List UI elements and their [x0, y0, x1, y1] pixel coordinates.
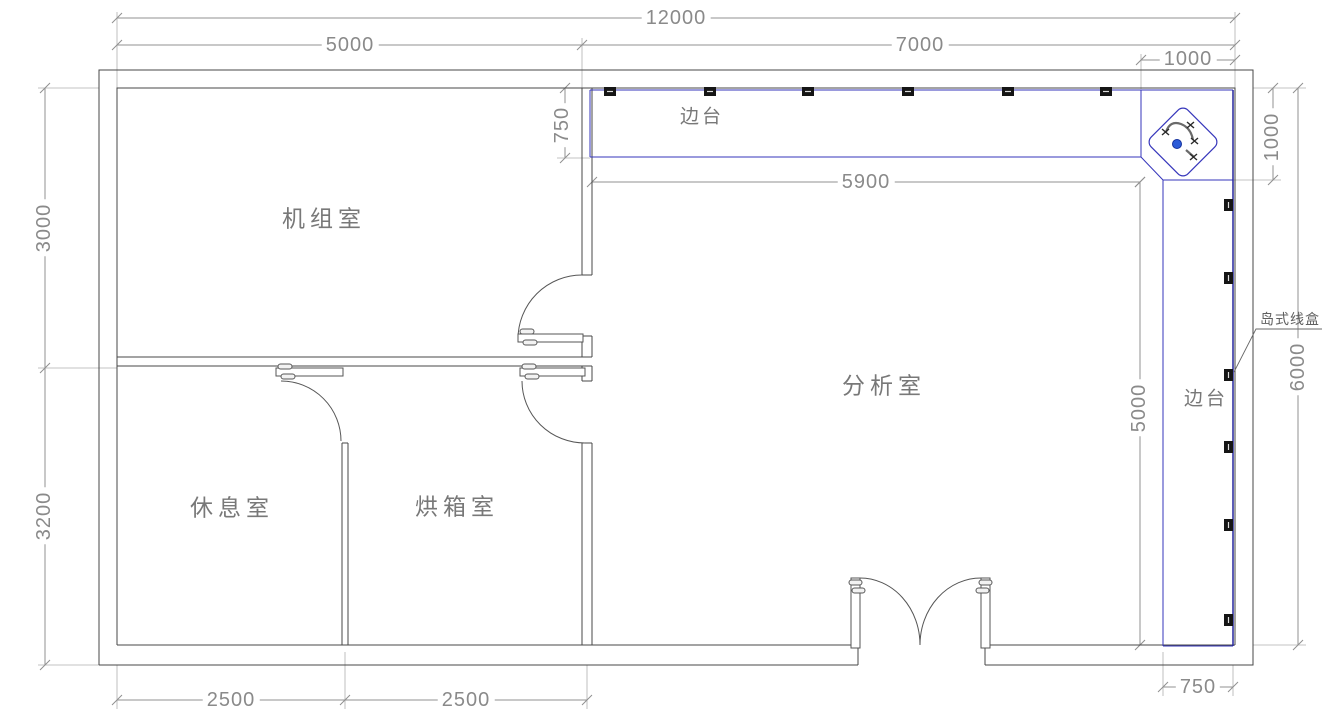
benches [589, 89, 1234, 647]
power-outlet-icon [1002, 87, 1014, 96]
double-door-left-arc [859, 577, 921, 646]
middle-horizontal-wall [117, 356, 592, 367]
top-outlet-icons [604, 87, 1112, 96]
dim-line-corner-width [1135, 54, 1241, 66]
dim-line-right-height [1292, 82, 1304, 651]
right-outlet-icons [1224, 199, 1233, 626]
rest-room-door-arc [280, 380, 342, 442]
dim-line-bottom-room2 [345, 694, 593, 706]
oven-room-door-leaf [519, 367, 586, 377]
power-outlet-icon [1224, 519, 1233, 531]
unit-room-door-leaf [517, 333, 584, 343]
dim-line-left-upper [39, 82, 51, 374]
unit-room-door-arc [517, 274, 583, 340]
power-outlet-icon [802, 87, 814, 96]
oven-room-door-arc [521, 380, 586, 444]
dimension-lines [39, 12, 1304, 706]
valve-handle-icons [1161, 121, 1199, 161]
lower-rooms-divider-wall [341, 442, 349, 645]
dim-line-analysis-span [1134, 176, 1146, 651]
power-outlet-icon [1224, 441, 1233, 453]
drain-icon [1172, 139, 1182, 149]
power-outlet-icon [902, 87, 914, 96]
faucet-pipe [1164, 121, 1195, 141]
power-outlet-icon [1224, 272, 1233, 284]
outer-wall [98, 69, 1254, 666]
dim-line-left-lower [39, 368, 51, 671]
dim-line-bottom-room1 [111, 694, 351, 706]
power-outlet-icon [704, 87, 716, 96]
power-outlet-icon [1100, 87, 1112, 96]
double-door-right-leaf [980, 577, 991, 649]
dim-line-corner-height [1267, 82, 1279, 186]
dim-line-left-span [111, 39, 588, 51]
island-wire-box-leader [1233, 328, 1322, 373]
walls [98, 69, 1254, 666]
double-door-left-leaf [850, 577, 861, 649]
dim-line-right-bench-width [1157, 681, 1239, 693]
power-outlet-icon [1224, 369, 1233, 381]
dim-line-overall-width [111, 12, 1241, 24]
sink-basin [1148, 107, 1218, 177]
dimension-extension-lines [38, 12, 1306, 709]
double-door-right-arc [919, 577, 982, 646]
power-outlet-icon [1224, 199, 1233, 211]
corner-sink [1148, 107, 1218, 177]
dim-line-bench-depth [559, 82, 571, 164]
dim-line-bench-run [586, 176, 1146, 188]
doors [275, 274, 993, 649]
rest-room-door-leaf [275, 367, 344, 377]
dim-line-right-span [582, 39, 1241, 51]
power-outlet-icon [1224, 614, 1233, 626]
top-bench-outline [589, 89, 1233, 647]
power-outlet-icon [604, 87, 616, 96]
door-hinge-marks [277, 328, 993, 594]
door-jambs-bottom [857, 645, 986, 665]
